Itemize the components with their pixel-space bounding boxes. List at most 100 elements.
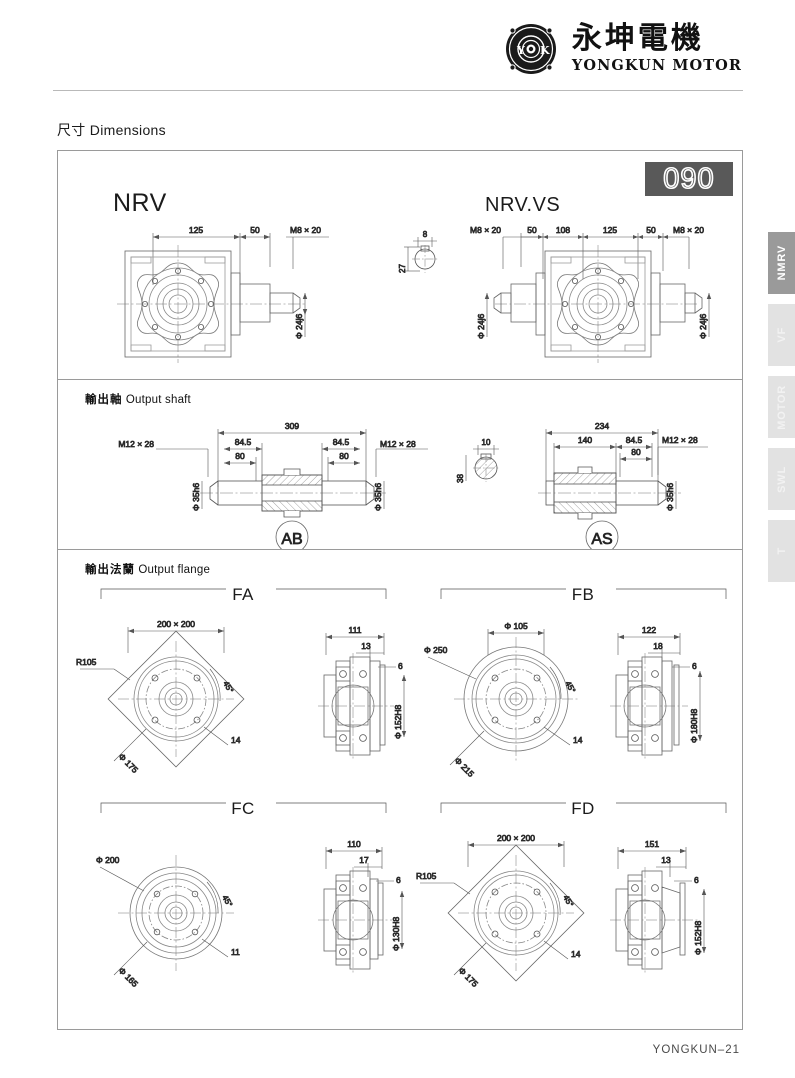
side-tab-bar[interactable]: NMRV VF MOTOR SWL T <box>768 232 795 582</box>
dim-8: 8 <box>423 230 428 239</box>
dim-84-5-as: 84.5 <box>626 435 643 445</box>
dim-200x200-fa: 200 × 200 <box>157 619 195 629</box>
svg-text:Y: Y <box>516 44 525 57</box>
panel-divider-2 <box>58 549 742 550</box>
side-tab-swl[interactable]: SWL <box>768 448 795 510</box>
page-footer: YONGKUN–21 <box>652 1044 740 1056</box>
dimensions-frame: 090 NRV NRV.VS 125 <box>57 150 743 1030</box>
dim-84-5-right: 84.5 <box>333 437 350 447</box>
dim-r105-fd: R105 <box>416 871 437 881</box>
dim-110-fc: 110 <box>347 839 361 849</box>
dim-6-fd: 6 <box>694 875 699 885</box>
dim-111-fa: 111 <box>349 625 362 635</box>
dim-151-fd: 151 <box>645 839 659 849</box>
dim-80-left: 80 <box>235 451 245 461</box>
dim-125: 125 <box>189 225 203 235</box>
view-title-nrv: NRV <box>113 189 167 217</box>
model-badge-label: 090 <box>662 162 715 196</box>
output-shaft-label-en: Output shaft <box>125 394 191 406</box>
shaft-code-ab: AB <box>281 531 302 548</box>
dim-50: 50 <box>250 225 260 235</box>
dim-phi35h6-as: Φ 35h6 <box>665 483 675 511</box>
dim-14-fa: 14 <box>231 735 241 745</box>
dim-14-fd: 14 <box>571 949 581 959</box>
dim-18-fb: 18 <box>653 641 663 651</box>
dim-200x200-fd: 200 × 200 <box>497 833 535 843</box>
dim-m12x28-as: M12 × 28 <box>662 435 698 445</box>
dim-phi35h6-right: Φ 35h6 <box>373 483 383 511</box>
output-shaft-drawings: 309 84.5 80 84.5 <box>118 421 708 549</box>
output-flange-label-en: Output flange <box>138 564 211 576</box>
output-flange-panel-label: 輸出法蘭 Output flange <box>85 561 210 577</box>
yk-motor-logo-icon: Y K <box>505 24 556 74</box>
dim-r105-fa: R105 <box>76 657 97 667</box>
dim-phi180h8-fb: Φ 180H8 <box>689 709 699 743</box>
side-tab-label-t: T <box>775 547 788 555</box>
dim-m12x28-right: M12 × 28 <box>380 439 416 449</box>
side-tab-vf[interactable]: VF <box>768 304 795 366</box>
side-tab-nmrv[interactable]: NMRV <box>768 232 795 294</box>
side-tab-label-vf: VF <box>775 327 788 343</box>
dim-m12x28-left: M12 × 28 <box>118 439 154 449</box>
dim-45-fa: 45° <box>221 680 235 695</box>
side-tab-label-motor: MOTOR <box>775 384 788 430</box>
dim-27: 27 <box>398 264 407 273</box>
dim-10: 10 <box>482 438 491 447</box>
flange-title-fa: FA <box>232 585 254 604</box>
flange-title-fd: FD <box>571 799 595 818</box>
page-header: Y K 永坤電機 YONGKUN MOTOR <box>0 0 795 92</box>
shaft-code-as: AS <box>591 531 612 548</box>
dim-80-as: 80 <box>631 447 641 457</box>
dim-122-fb: 122 <box>642 625 656 635</box>
dim-phi200-fc: Φ 200 <box>96 855 120 865</box>
flange-title-fc: FC <box>231 799 255 818</box>
gearbox-elevation-drawings: 125 50 M8 × 20 <box>117 225 712 363</box>
dim-45-fd: 45° <box>561 894 575 909</box>
dim-13-fa: 13 <box>361 641 371 651</box>
side-tab-t[interactable]: T <box>768 520 795 582</box>
header-divider <box>53 90 743 91</box>
dim-phi24j6: Φ 24j6 <box>294 314 304 339</box>
dim-50-b: 50 <box>646 225 656 235</box>
dim-phi24j6-left: Φ 24j6 <box>476 314 486 339</box>
dim-80-right: 80 <box>339 451 349 461</box>
output-flange-label-cn: 輸出法蘭 <box>85 564 135 576</box>
page-title: 尺寸 Dimensions <box>57 122 166 138</box>
brand-name-en: YONGKUN MOTOR <box>571 57 742 75</box>
dim-m8x20-right: M8 × 20 <box>673 225 704 235</box>
dim-84-5-left: 84.5 <box>235 437 252 447</box>
output-shaft-label-cn: 輸出軸 <box>85 394 123 406</box>
side-tab-motor[interactable]: MOTOR <box>768 376 795 438</box>
dim-108: 108 <box>556 225 570 235</box>
dim-6-fb: 6 <box>692 661 697 671</box>
svg-text:K: K <box>540 44 550 57</box>
view-title-nrvvs: NRV.VS <box>485 194 561 216</box>
dim-140: 140 <box>578 435 592 445</box>
dim-11-fc: 11 <box>231 947 240 957</box>
panel-divider-1 <box>58 379 742 380</box>
dim-6-fa: 6 <box>398 661 403 671</box>
dim-phi152h8-fa: Φ 152H8 <box>393 705 403 739</box>
dim-phi215-fb: Φ 215 <box>453 755 477 779</box>
dim-phi250-fb: Φ 250 <box>424 645 448 655</box>
brand-lockup: Y K 永坤電機 YONGKUN MOTOR <box>504 22 742 76</box>
dim-125b: 125 <box>603 225 617 235</box>
dim-phi130h8-fc: Φ 130H8 <box>391 917 401 951</box>
dim-17-fc: 17 <box>359 855 369 865</box>
dim-phi105-fb: Φ 105 <box>504 621 528 631</box>
dim-phi35h6-left: Φ 35h6 <box>191 483 201 511</box>
dim-6-fc: 6 <box>396 875 401 885</box>
model-badge: 090 <box>645 162 733 196</box>
dim-phi165-fc: Φ 165 <box>117 965 141 989</box>
dim-phi152h8-fd: Φ 152H8 <box>693 921 703 955</box>
side-tab-label-swl: SWL <box>775 465 788 493</box>
dim-50-a: 50 <box>527 225 537 235</box>
dim-45-fc: 45° <box>220 894 234 909</box>
dim-45-fb: 45° <box>563 680 577 695</box>
output-shaft-panel-label: 輸出軸 Output shaft <box>85 391 191 407</box>
dim-234: 234 <box>595 421 609 431</box>
side-tab-label-nmrv: NMRV <box>775 245 788 281</box>
dim-13-fd: 13 <box>661 855 671 865</box>
dim-14-fb: 14 <box>573 735 583 745</box>
output-flange-drawings: 200 × 200 R105 <box>76 588 727 990</box>
